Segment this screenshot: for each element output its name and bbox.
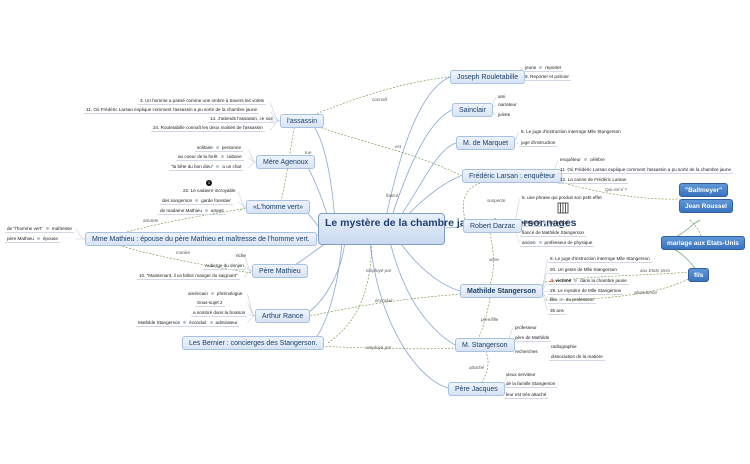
- rel-connait: connaît: [372, 97, 388, 102]
- leaf-rance-sous-sujet: Sous-sujet 2: [195, 300, 225, 307]
- rel-tue: tue: [305, 150, 312, 155]
- node-ballmeyer[interactable]: "Ballmeyer": [679, 183, 729, 197]
- leaf-jacques-attache: leur est très attaché: [504, 392, 549, 399]
- warning-icon: ⚠: [550, 278, 555, 283]
- leaf-marquet-juge: juge d'instruction: [519, 140, 558, 147]
- leaf-m-stangerson-recherches: recherches: [515, 349, 538, 354]
- leaf-assassin-ch3: 3. Un homme a passé comme une ombre à tr…: [138, 98, 267, 105]
- leaf-mathilde-age: 35 ans: [548, 308, 566, 315]
- leaf-darzac-fiance: fiancé de Mathilde Stangerson: [520, 230, 587, 237]
- rel-employe-par-1: employé par: [366, 268, 392, 273]
- leaf-homme-vert-ch22: 22. Le cadavre incroyable: [183, 188, 236, 193]
- node-rance[interactable]: Arthur Rance: [255, 309, 311, 323]
- node-sainclair[interactable]: Sainclair: [452, 103, 493, 117]
- leaf-sainclair-juriste: juriste: [498, 112, 511, 117]
- leaf-m-stangerson-radio: radiographie: [551, 344, 577, 349]
- node-jacques[interactable]: Père Jacques: [448, 382, 505, 396]
- node-mariage[interactable]: mariage aux Etats-Unis: [661, 236, 745, 250]
- node-mathilde-stangerson[interactable]: Mathilde Stangerson: [460, 284, 543, 298]
- node-roussel[interactable]: Jean Roussel: [679, 199, 733, 213]
- node-pere-mathieu[interactable]: Père Mathieu: [252, 264, 308, 278]
- rel-aime: aime: [489, 257, 499, 262]
- node-assassin[interactable]: l'assassin: [280, 114, 325, 128]
- leaf-pere-mathieu-riche: riche: [236, 253, 246, 258]
- rel-mariee: mariée: [176, 250, 191, 255]
- leaf-sainclair-ami: ami: [498, 94, 506, 99]
- leaf-agenoux-bete: "la bête du bon dieu"a un chat: [169, 164, 244, 171]
- central-topic[interactable]: Le mystère de la chambre jaune : les per…: [318, 213, 577, 245]
- node-m-stangerson[interactable]: M. Stangerson: [455, 338, 515, 352]
- leaf-sainclair-narrateur: narrateur: [498, 102, 517, 107]
- leaf-mathilde-ch20: 20. Un geste de Mlle Stangerson: [548, 267, 619, 274]
- rel-pere-fille: père/fille: [481, 317, 499, 322]
- leaf-jacques-famille: de la famille Stangerson: [504, 381, 558, 388]
- node-homme-vert[interactable]: «L'homme vert»: [246, 200, 310, 214]
- rel-fiance: fiancé: [386, 193, 399, 198]
- rel-aux-etats-unis: aux Etats-Unis: [640, 268, 670, 273]
- leaf-darzac-ch5: 5. une phrase qui produit son petit effe…: [522, 195, 602, 200]
- rel-est: est: [395, 144, 402, 149]
- leaf-rouletabille-chapter: 9. Reporter et policier: [523, 74, 571, 81]
- node-agenoux[interactable]: Mère Agenoux: [256, 155, 316, 169]
- node-darzac[interactable]: Robert Darzac: [463, 219, 523, 233]
- rel-qui-est-il: Qui est-il ?: [605, 187, 627, 192]
- rel-employe-par-2: employé par: [366, 345, 392, 350]
- leaf-mathilde-ch8: 8. Le juge d'instruction interroge Mlle …: [548, 256, 652, 263]
- node-bernier[interactable]: Les Bernier : concierges des Stangerson.: [182, 336, 325, 350]
- leaf-mathilde-ch29: 29. Le mystère de Mlle Stangerson: [548, 288, 624, 295]
- leaf-m-stangerson-professeur: professeur: [515, 325, 537, 330]
- rel-suspecte: suspecte: [487, 198, 506, 203]
- node-fils[interactable]: fils: [688, 268, 710, 282]
- number-bubble-icon: 1: [206, 180, 212, 186]
- leaf-marquet-ch8: 8. Le juge d'instruction interroge Mlle …: [521, 129, 621, 134]
- leaf-larsan-ch11: 11. Où Frédéric Larsan explique comment …: [558, 167, 734, 174]
- leaf-pere-mathieu-ch10: 10. "Maintenant, il va falloir manger du…: [137, 273, 240, 280]
- leaf-assassin-ch24: 24. Rouletabille connaît les deux moitié…: [151, 125, 265, 132]
- leaf-jacques-serviteur: vieux serviteur: [506, 372, 536, 377]
- leaf-rance-boisson: a sombré dans la boisson: [191, 310, 248, 317]
- leaf-mathieu-maitresse: de "l'homme vert"maîtresse: [5, 226, 74, 233]
- leaf-larsan-ch12: 12. La canne de Frédéric Larsan: [558, 177, 629, 184]
- leaf-m-stangerson-pere: père de Mathilde: [513, 335, 552, 342]
- rel-attache: attaché: [469, 365, 485, 370]
- rel-abandonne: abandonne: [634, 290, 657, 295]
- leaf-pere-mathieu-auberge: Auberge du donjon: [203, 263, 246, 270]
- leaf-m-stangerson-dissociation: dissociation de la matière: [549, 354, 605, 361]
- leaf-assassin-ch11: 11. Où Frédéric Larsan explique comment …: [84, 107, 260, 114]
- node-mathieu[interactable]: Mme Mathieu : épouse du père Mathieu et …: [85, 232, 317, 246]
- node-marquet[interactable]: M. de Marquet: [456, 136, 516, 150]
- rel-econduit: éconduit: [375, 298, 393, 303]
- rel-amante: amante: [143, 218, 159, 223]
- prison-bars-icon: [557, 202, 569, 214]
- node-larsan[interactable]: Frédéric Larsan : enquêteur: [462, 169, 563, 183]
- leaf-assassin-ch14: 14. J'attends l'assassin, ce soir: [208, 116, 276, 123]
- node-rouletabille[interactable]: Joseph Rouletabille: [450, 70, 526, 84]
